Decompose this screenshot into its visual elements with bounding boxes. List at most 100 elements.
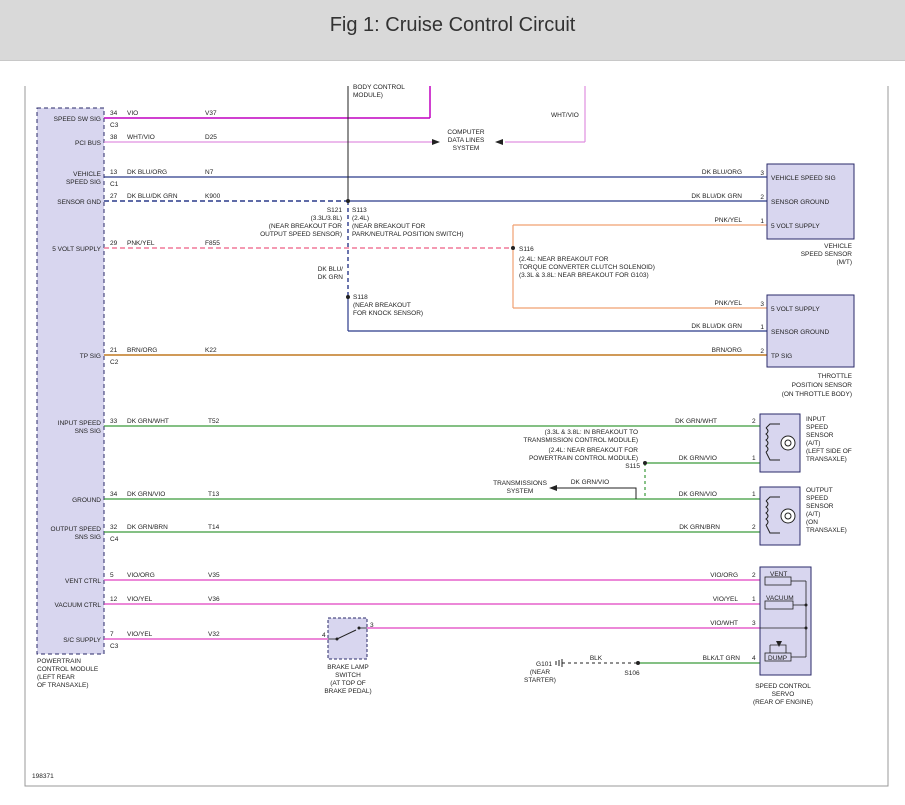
vss-pin-2: SENSOR GROUND: [771, 199, 829, 206]
pcm-circuit-id: V35: [208, 572, 220, 579]
pcm-pin-number: 34: [110, 110, 118, 117]
brake-lamp-switch: [327, 617, 368, 660]
wires: [104, 86, 767, 664]
pcm-pin-number: 29: [110, 240, 118, 247]
pcm-circuit-id: K900: [205, 193, 221, 200]
tps-name-3: (ON THROTTLE BODY): [782, 391, 852, 398]
pcm-pin-label: GROUND: [72, 497, 101, 504]
pcm-wire-color: VIO/YEL: [127, 596, 153, 603]
pcm-connector-id: C4: [110, 536, 119, 543]
pcm-name-line: OF TRANSAXLE): [37, 682, 89, 689]
pcm-pin-number: 38: [110, 134, 118, 141]
tps-pin-3: TP SIG: [771, 353, 792, 360]
pcm-circuit-id: V36: [208, 596, 220, 603]
pcm-pin-number: 12: [110, 596, 118, 603]
cdl-1: COMPUTER: [447, 129, 485, 136]
iss-name-line: TRANSAXLE): [806, 456, 847, 463]
tps-5v-wire: PNK/YEL: [715, 300, 743, 307]
pcm-wire-color: VIO/ORG: [127, 572, 155, 579]
iss-name-line: (A/T): [806, 440, 820, 447]
s115-note-1: (3.3L & 3.8L: IN BREAKOUT TO: [545, 429, 638, 436]
oss-name-line: OUTPUT: [806, 487, 833, 494]
g101-2: (NEAR: [530, 669, 551, 676]
dkblu-2: DK GRN: [318, 274, 344, 281]
iss-gnd-wire: DK GRN/VIO: [679, 455, 717, 462]
pcm-wire-color: VIO/YEL: [127, 631, 153, 638]
oss-name-line: SPEED: [806, 495, 828, 502]
tps-pin-2: SENSOR GROUND: [771, 329, 829, 336]
pcm-pin-label: SPEED SIG: [66, 179, 101, 186]
trans-wire: DK GRN/VIO: [571, 479, 609, 486]
output-speed-sensor: [759, 486, 801, 546]
oss-gnd-wire: DK GRN/VIO: [679, 491, 717, 498]
s121-1: S121: [327, 207, 343, 214]
pcm-pin-label: TP SIG: [80, 353, 101, 360]
brake-name-3: (AT TOP OF: [330, 680, 366, 687]
pcm-wire-color: PNK/YEL: [127, 240, 155, 247]
oss-num-2: 2: [752, 524, 756, 531]
s121-3: (NEAR BREAKOUT FOR: [269, 223, 343, 230]
pcm-connector-id: C3: [110, 122, 119, 129]
pcm-pin-number: 27: [110, 193, 118, 200]
iss-num-1: 2: [752, 418, 756, 425]
pcm-name-line: CONTROL MODULE: [37, 666, 99, 673]
vss-pin-3: 5 VOLT SUPPLY: [771, 223, 820, 230]
vss-sig-wire: DK BLU/ORG: [702, 169, 742, 176]
s106-label: S106: [624, 670, 640, 677]
pcm-pin-number: 7: [110, 631, 114, 638]
pcm-connector-id: C3: [110, 643, 119, 650]
servo-num-4: 4: [752, 655, 756, 662]
tps-num-1: 3: [760, 301, 764, 308]
servo-dump: DUMP: [768, 655, 787, 662]
iss-name-line: SENSOR: [806, 432, 834, 439]
bcm-label-2: MODULE): [353, 92, 383, 99]
pcm-circuit-id: T52: [208, 418, 220, 425]
servo-num-3: 3: [752, 620, 756, 627]
splice-dots: [346, 199, 647, 665]
pcm-pin-label: SNS SIG: [75, 534, 101, 541]
tps-sig-wire: BRN/ORG: [712, 347, 742, 354]
pcm-wire-color: DK GRN/WHT: [127, 418, 169, 425]
pcm-pin-number: 33: [110, 418, 118, 425]
tps-num-3: 2: [760, 348, 764, 355]
tps-gnd-wire: DK BLU/DK GRN: [691, 323, 742, 330]
brake-name-4: BRAKE PEDAL): [324, 688, 371, 695]
pcm-pin-label: VACUUM CTRL: [55, 602, 102, 609]
pcm-wire-color: WHT/VIO: [127, 134, 155, 141]
pcm-pin-number: 5: [110, 572, 114, 579]
vss-num-2: 2: [760, 194, 764, 201]
oss-name-line: (ON: [806, 519, 818, 526]
pcm-wire-color: DK GRN/VIO: [127, 491, 165, 498]
s115-note-4: POWERTRAIN CONTROL MODULE): [529, 455, 638, 462]
vent-wire: VIO/ORG: [710, 572, 738, 579]
pcm-wire-color: DK GRN/BRN: [127, 524, 168, 531]
servo-name-1: SPEED CONTROL: [755, 683, 811, 690]
iss-num-2: 1: [752, 455, 756, 462]
pcm-pin-label: SENSOR GND: [57, 199, 101, 206]
pcm-circuit-id: K22: [205, 347, 217, 354]
servo-vent: VENT: [770, 571, 787, 578]
pcm-wire-color: DK BLU/DK GRN: [127, 193, 178, 200]
pcm-circuit-id: V32: [208, 631, 220, 638]
pcm-wire-color: DK BLU/ORG: [127, 169, 167, 176]
figure-number: 198371: [32, 773, 54, 780]
s116-2: (2.4L: NEAR BREAKOUT FOR: [519, 256, 609, 263]
s121-2: (3.3L/3.8L): [311, 215, 342, 222]
s115-note-3: (2.4L: NEAR BREAKOUT FOR: [549, 447, 639, 454]
iss-name-line: SPEED: [806, 424, 828, 431]
pcm-circuit-id: N7: [205, 169, 214, 176]
wht-vio-label: WHT/VIO: [551, 112, 579, 119]
vss-name-2: SPEED SENSOR: [801, 251, 853, 258]
blk-label: BLK: [590, 655, 603, 662]
title-bar: Fig 1: Cruise Control Circuit: [0, 0, 905, 61]
pcm-name-line: POWERTRAIN: [37, 658, 81, 665]
pcm-pin-label: OUTPUT SPEED: [51, 526, 102, 533]
pcm-pin-label: 5 VOLT SUPPLY: [52, 246, 101, 253]
brake-name-1: BRAKE LAMP: [327, 664, 369, 671]
servo-num-2: 1: [752, 596, 756, 603]
pcm-pin-number: 21: [110, 347, 118, 354]
pcm-pin-label: INPUT SPEED: [58, 420, 102, 427]
s115-note-2: TRANSMISSION CONTROL MODULE): [523, 437, 638, 444]
dkblu-1: DK BLU/: [318, 266, 343, 273]
